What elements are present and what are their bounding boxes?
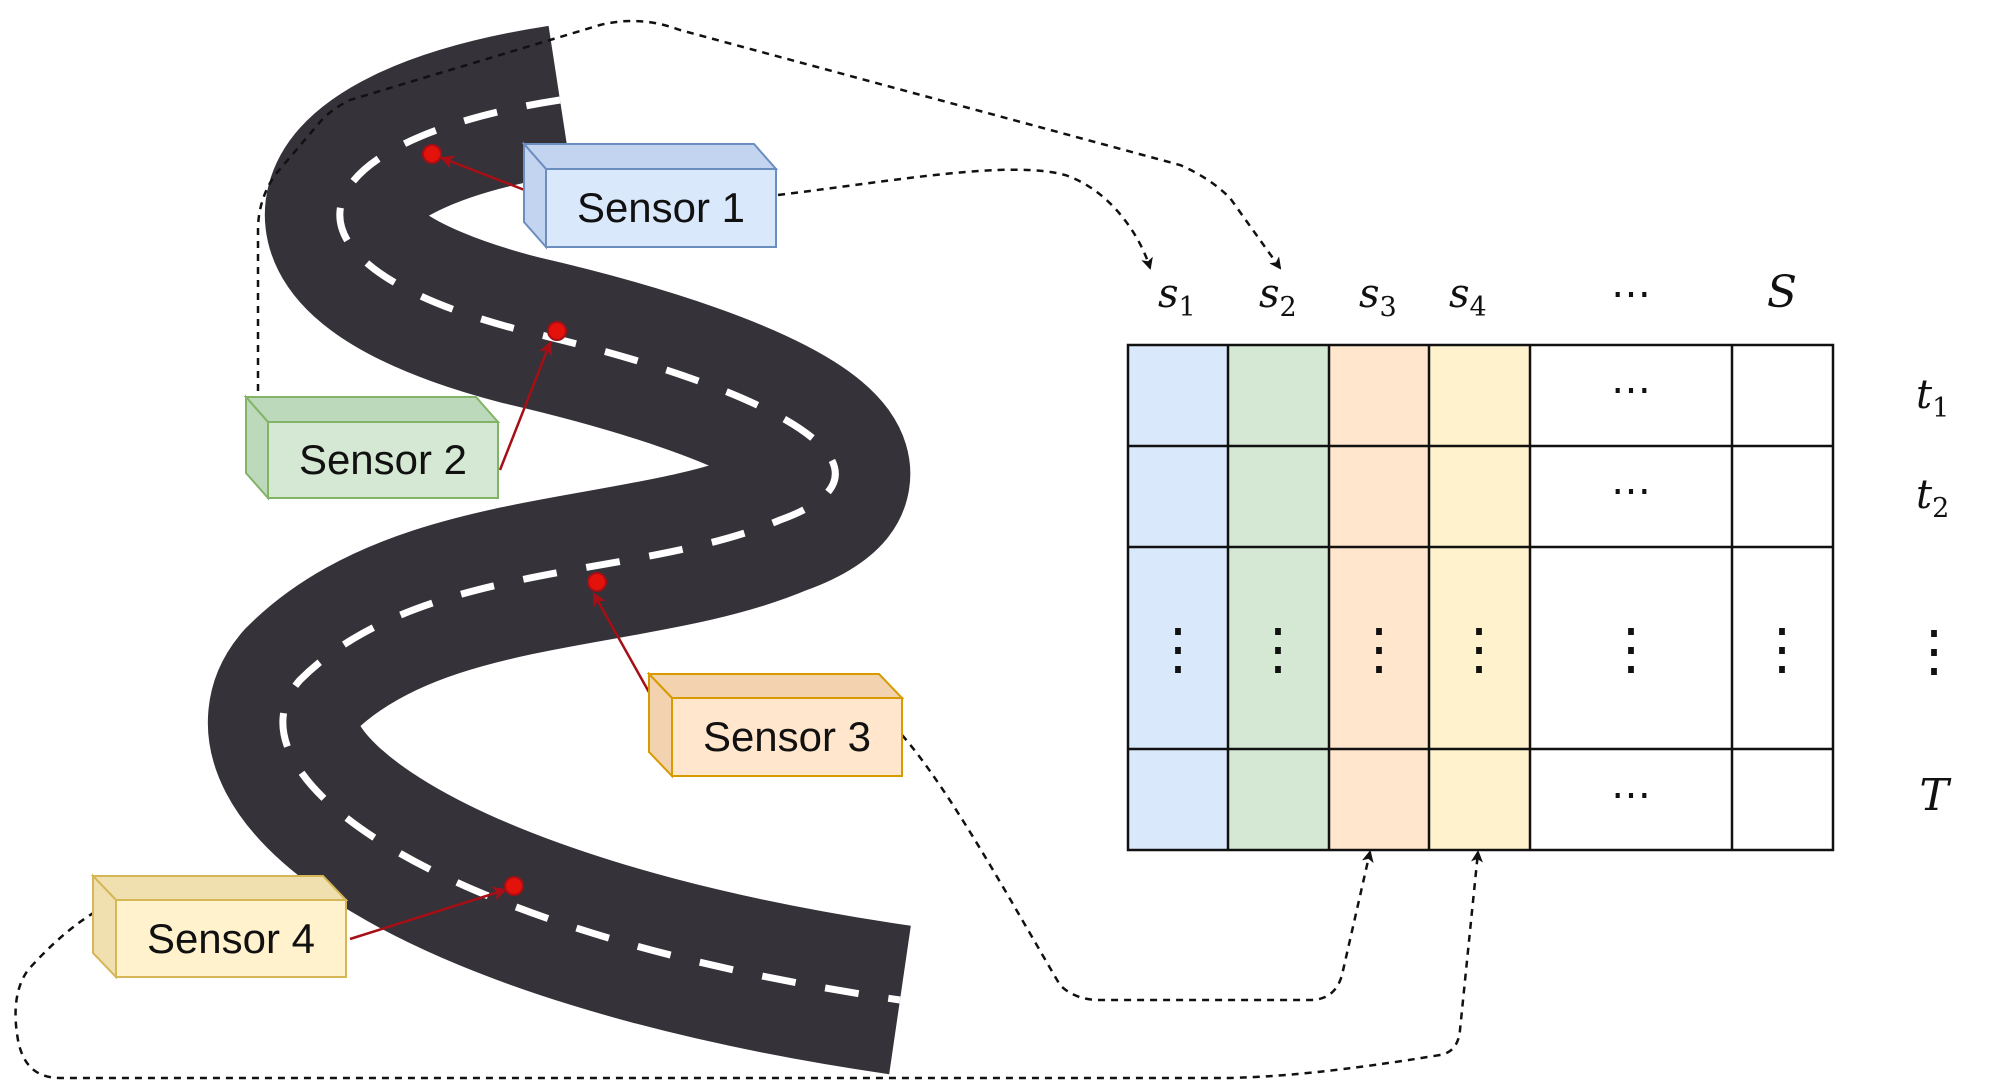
- sensor-point-3: [587, 572, 607, 592]
- row-header-t1: t1: [1916, 372, 1949, 424]
- cell-ellipsis-rowT: ⋯: [1611, 772, 1651, 818]
- cell-vdots-mid: ⋮: [1603, 617, 1659, 682]
- cell-ellipsis-row2: ⋯: [1611, 468, 1651, 514]
- sensor-points: [422, 144, 607, 896]
- sensor-box-4[interactable]: Sensor 4: [90, 873, 349, 980]
- connector-sensor1-to-s1: [777, 168, 1153, 270]
- cell-vdots-s2: ⋮: [1250, 617, 1306, 682]
- column-fill-s3: [1329, 345, 1429, 850]
- cell-vdots-s1: ⋮: [1150, 617, 1206, 682]
- cell-vdots-S: ⋮: [1754, 617, 1810, 682]
- road-surface: [207, 25, 911, 1075]
- column-header-s4: s4: [1449, 271, 1487, 323]
- sensor-point-1: [422, 144, 442, 164]
- pointer-arrows: [349, 155, 670, 941]
- column-fill-s2: [1228, 345, 1329, 850]
- data-matrix: s1 s2 s3 s4 ⋯ S t1 t2 ⋮ T ⋯ ⋯ ⋯ ⋮ ⋮ ⋮ ⋮ …: [1126, 267, 1962, 852]
- pointer-arrow-sensor2: [498, 340, 553, 471]
- winding-road: [207, 25, 911, 1075]
- column-header-ellipsis: ⋯: [1611, 271, 1651, 317]
- row-header-t2: t2: [1916, 472, 1949, 524]
- connector-sensor2-to-s2: [256, 19, 1282, 430]
- sensor-label: Sensor 3: [703, 713, 871, 760]
- sensor-box-1[interactable]: Sensor 1: [521, 141, 779, 250]
- sensor-label: Sensor 2: [299, 436, 467, 483]
- cell-vdots-s4: ⋮: [1451, 617, 1507, 682]
- matrix-border: [1126, 343, 1835, 852]
- row-header-ellipsis: ⋮: [1906, 619, 1962, 684]
- sensor-point-4: [504, 876, 524, 896]
- matrix-column-fills: [1128, 345, 1530, 850]
- sensor-label: Sensor 1: [577, 184, 745, 231]
- column-header-s3: s3: [1359, 271, 1397, 323]
- column-fill-s1: [1128, 345, 1228, 850]
- sensor-point-2: [547, 321, 567, 341]
- column-header-S: S: [1767, 267, 1797, 318]
- pointer-arrow-sensor4: [349, 886, 508, 941]
- cell-ellipsis-row1: ⋯: [1611, 367, 1651, 413]
- row-header-T: T: [1919, 770, 1952, 821]
- matrix-grid-lines: [1126, 343, 1835, 852]
- column-fill-s4: [1429, 345, 1530, 850]
- sensor-label: Sensor 4: [147, 915, 315, 962]
- connector-sensor4-to-s4: [14, 850, 1483, 1080]
- cell-vdots-s3: ⋮: [1351, 617, 1407, 682]
- column-header-s1: s1: [1158, 271, 1196, 323]
- connectors: [14, 19, 1483, 1080]
- sensor-box-2[interactable]: Sensor 2: [243, 394, 501, 501]
- sensor-box-3[interactable]: Sensor 3: [646, 671, 905, 779]
- column-header-s2: s2: [1259, 271, 1297, 323]
